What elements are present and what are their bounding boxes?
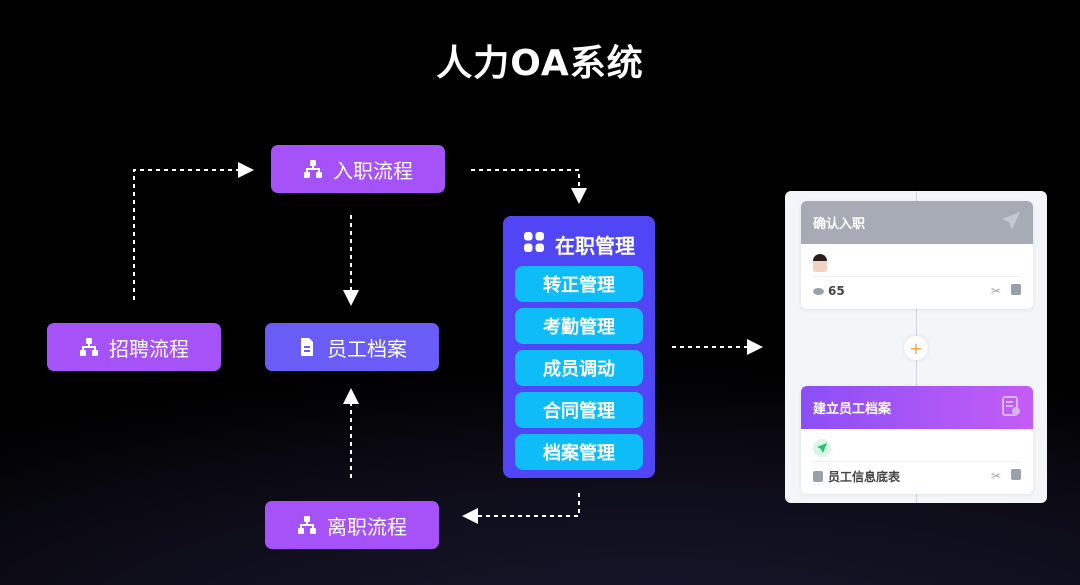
in-service-title: 在职管理	[555, 234, 635, 258]
document-icon	[297, 337, 317, 357]
field-label: 员工信息底表	[828, 469, 901, 484]
copy-icon[interactable]	[1011, 469, 1021, 480]
card-title: 建立员工档案	[813, 402, 892, 417]
sub-item-contract[interactable]: 合同管理	[515, 392, 643, 428]
in-service-header[interactable]: 在职管理	[503, 230, 655, 259]
card-title: 确认入职	[813, 217, 866, 232]
plus-icon[interactable]: +	[904, 336, 928, 360]
node-recruitment[interactable]: 招聘流程	[47, 323, 221, 371]
scissors-icon[interactable]: ✂	[990, 469, 1001, 483]
send-icon	[1001, 211, 1021, 235]
scissors-icon[interactable]: ✂	[990, 284, 1001, 298]
grid-icon	[523, 231, 545, 258]
node-offboarding[interactable]: 离职流程	[265, 501, 439, 549]
sub-item-transfer[interactable]: 成员调动	[515, 350, 643, 386]
org-chart-icon	[297, 515, 317, 535]
view-count: 65	[828, 284, 845, 298]
arrow-onboard-to-inservice	[471, 169, 587, 204]
node-label: 离职流程	[327, 514, 407, 539]
card-create-employee-file[interactable]: 建立员工档案 员工信息底表 ✂	[801, 386, 1033, 494]
node-onboarding[interactable]: 入职流程	[271, 145, 445, 193]
card-confirm-onboarding[interactable]: 确认入职 65 ✂	[801, 201, 1033, 309]
node-label: 入职流程	[333, 158, 413, 183]
form-icon	[1001, 395, 1021, 420]
sub-item-archive[interactable]: 档案管理	[515, 434, 643, 470]
in-service-panel: 在职管理 转正管理 考勤管理 成员调动 合同管理 档案管理	[503, 216, 655, 478]
node-label: 招聘流程	[109, 336, 189, 361]
sub-item-attendance[interactable]: 考勤管理	[515, 308, 643, 344]
table-icon	[813, 470, 823, 482]
avatar	[813, 254, 827, 272]
node-label: 员工档案	[327, 336, 407, 361]
copy-icon[interactable]	[1011, 284, 1021, 295]
arrow-inservice-to-offboard	[462, 493, 580, 524]
org-chart-icon	[303, 159, 323, 179]
eye-icon	[813, 287, 824, 295]
send-badge-icon	[813, 439, 831, 457]
arrow-recruit-to-onboard	[133, 162, 254, 300]
sub-item-confirmation[interactable]: 转正管理	[515, 266, 643, 302]
workflow-preview: 确认入职 65 ✂ + 建立员工档案	[785, 191, 1047, 503]
node-employee-file[interactable]: 员工档案	[265, 323, 439, 371]
page-title: 人力OA系统	[436, 43, 644, 84]
org-chart-icon	[79, 337, 99, 357]
